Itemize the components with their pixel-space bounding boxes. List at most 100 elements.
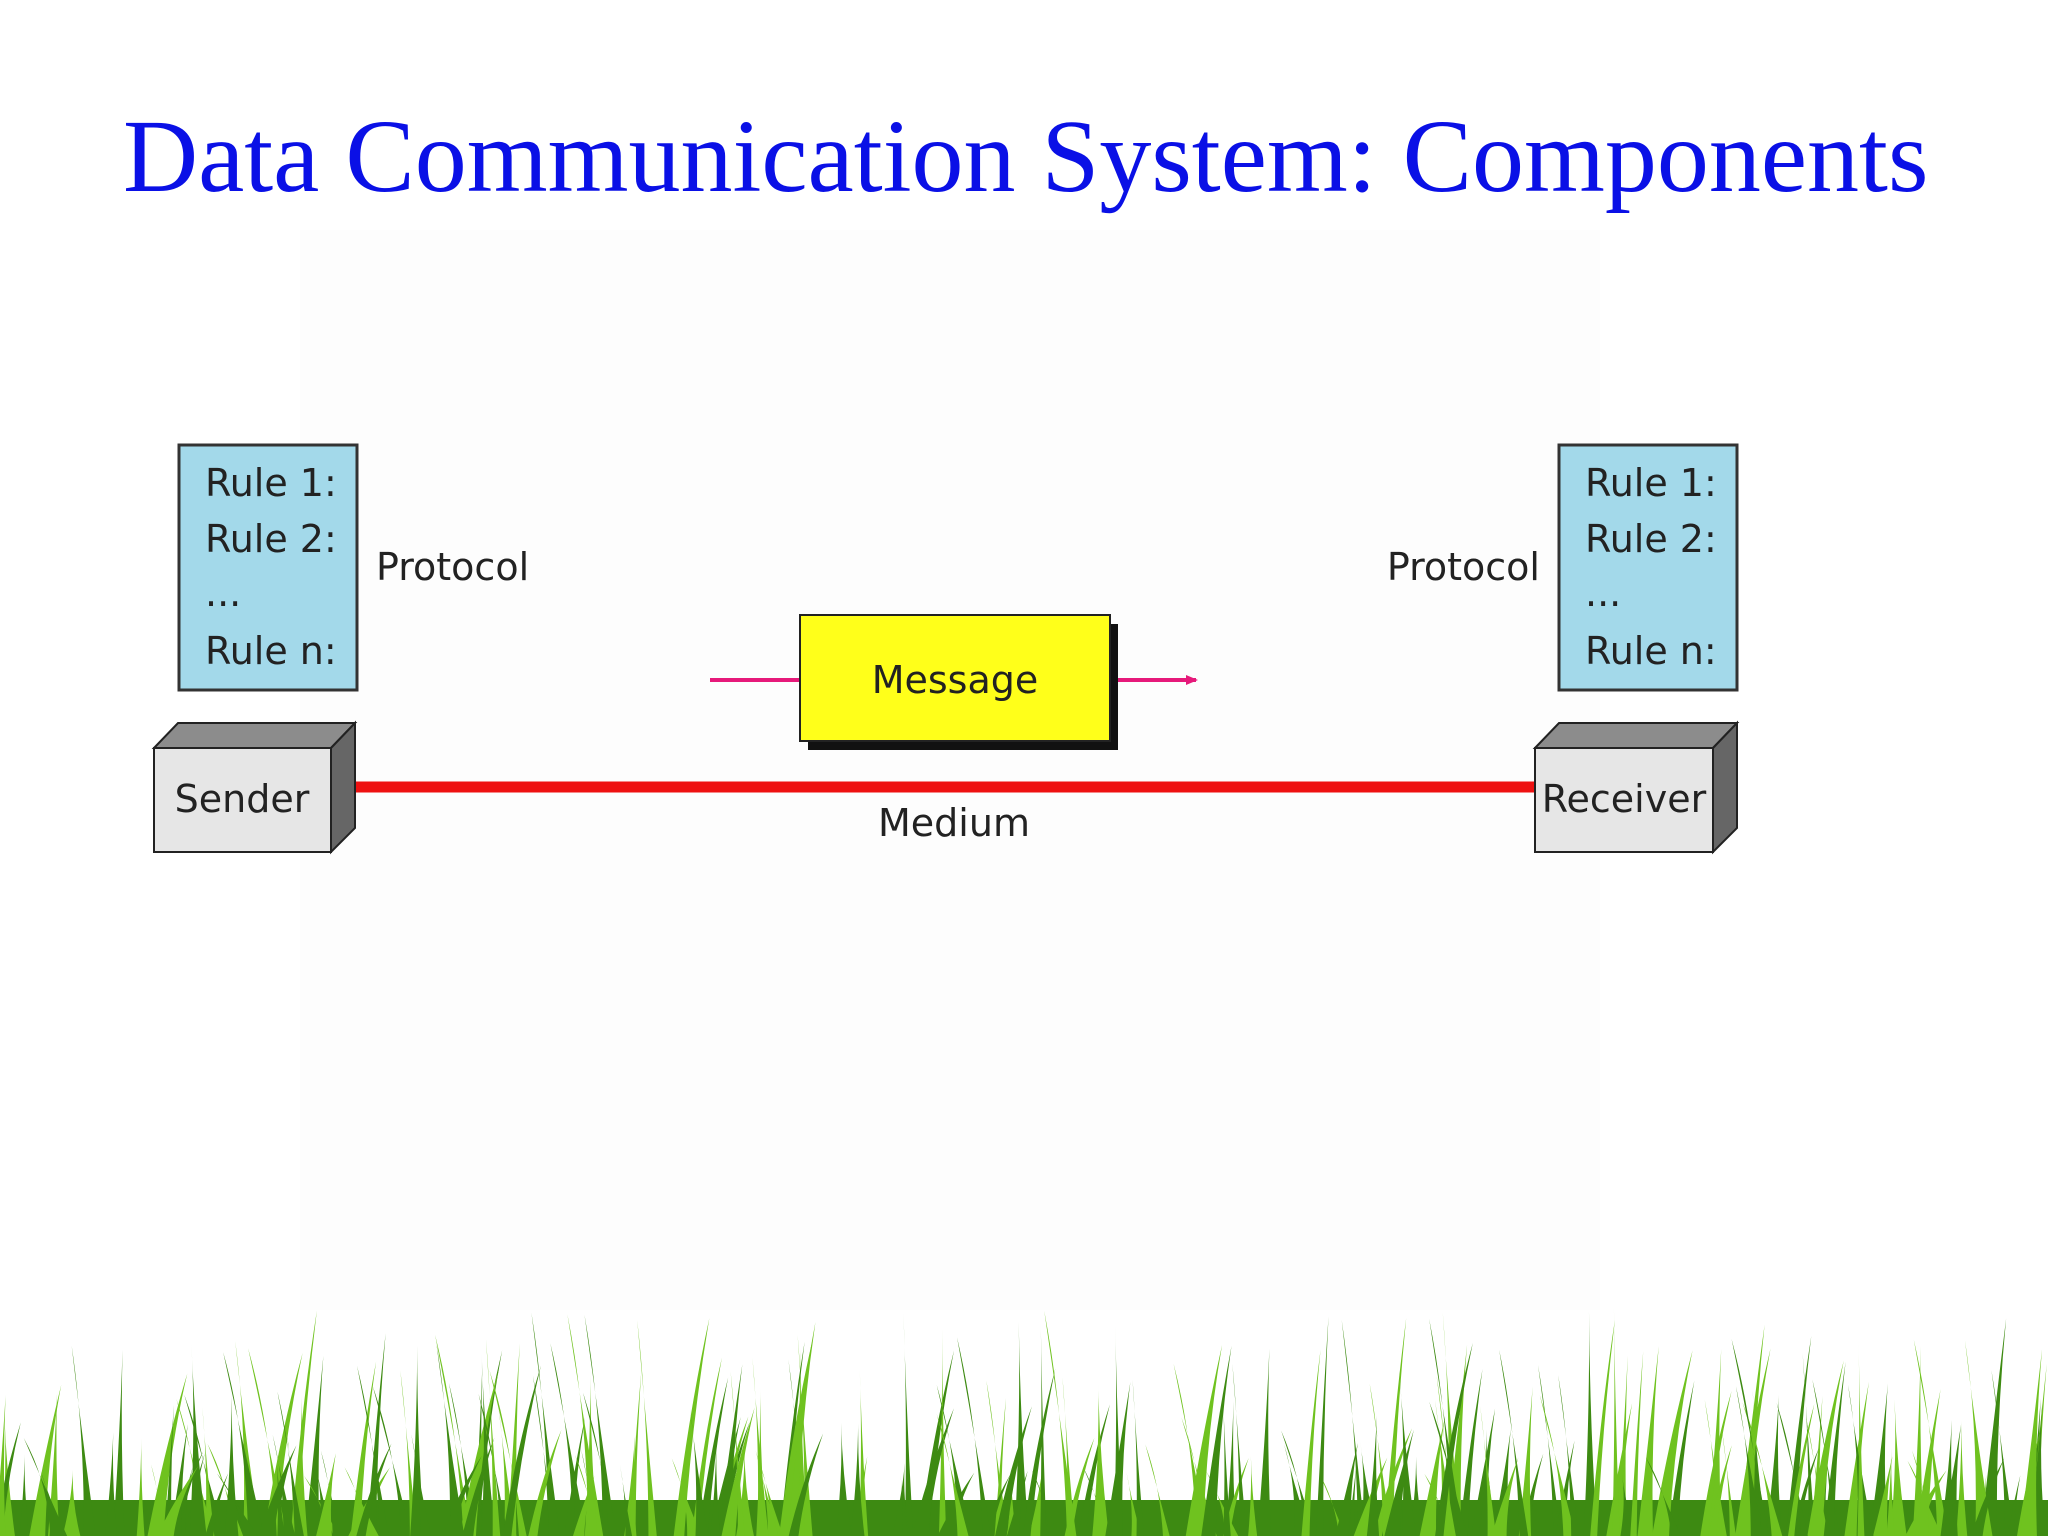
grass-blade <box>1555 1440 1575 1536</box>
grass-blade <box>584 1370 598 1536</box>
grass-blade <box>2019 1349 2043 1536</box>
grass-blade <box>779 1341 813 1536</box>
grass-blade <box>1222 1391 1231 1536</box>
grass-blade <box>788 1433 824 1536</box>
grass-blade <box>1283 1443 1312 1536</box>
grass-blade <box>1341 1319 1366 1536</box>
grass-blade <box>366 1333 386 1536</box>
data-communication-diagram: Rule 1: Rule 2: ... Rule n: Protocol Rul… <box>151 443 1740 855</box>
grass-blade <box>1940 1419 1955 1536</box>
grass-blade <box>1823 1361 1846 1536</box>
grass-blade <box>1181 1417 1217 1536</box>
grass-blade <box>481 1353 496 1536</box>
grass-blade <box>1369 1383 1392 1536</box>
grass-blade <box>1735 1386 1763 1536</box>
grass-blade <box>316 1453 336 1536</box>
grass-blade <box>619 1464 633 1536</box>
grass-blade <box>1518 1386 1533 1536</box>
grass-blade <box>1637 1346 1659 1536</box>
grass-blade <box>581 1449 600 1536</box>
grass-blade <box>936 1413 969 1536</box>
grass-blade <box>356 1443 392 1536</box>
grass-blade <box>835 1422 852 1536</box>
grass-blade <box>113 1349 125 1536</box>
grass-blade <box>448 1383 479 1536</box>
grass-border <box>0 1307 2048 1536</box>
grass-blade <box>531 1312 560 1536</box>
grass-blade <box>718 1364 743 1536</box>
grass-blade <box>1964 1340 1993 1536</box>
grass-blade <box>272 1434 296 1536</box>
grass-blade <box>502 1365 541 1536</box>
grass-blade <box>1807 1360 1844 1536</box>
receiver-device-front <box>1534 747 1714 853</box>
grass-blade <box>436 1343 465 1536</box>
grass-blade <box>1700 1390 1732 1536</box>
grass-blade <box>710 1442 721 1536</box>
grass-blade <box>1301 1349 1321 1536</box>
grass-blade <box>1491 1457 1519 1536</box>
grass-blade <box>19 1453 30 1536</box>
grass-blade <box>1040 1308 1047 1536</box>
grass-blade <box>71 1345 96 1536</box>
grass-blade <box>564 1417 586 1536</box>
grass-blade <box>290 1310 317 1536</box>
grass-blade <box>697 1377 729 1536</box>
slide-title: Data Communication System: Components <box>123 99 1929 214</box>
grass-blade <box>1776 1402 1808 1536</box>
grass-blade <box>1185 1344 1223 1536</box>
grass-blade <box>136 1438 145 1536</box>
sender-rule-2: Rule 2: <box>205 517 337 561</box>
grass-blade <box>673 1318 710 1536</box>
grass-blade <box>1384 1318 1407 1536</box>
grass-blade <box>104 1432 117 1536</box>
grass-blade <box>1645 1457 1681 1536</box>
message-label: Message <box>872 658 1039 702</box>
grass-blade <box>1620 1473 1636 1536</box>
grass-blade <box>1617 1355 1628 1536</box>
grass-blade <box>584 1314 617 1536</box>
grass-blade <box>1471 1408 1496 1536</box>
grass-blade <box>850 1423 865 1536</box>
grass-blade <box>157 1466 199 1536</box>
grass-blade <box>1721 1428 1736 1536</box>
grass-blade <box>478 1393 509 1536</box>
grass-blade <box>1912 1346 1924 1536</box>
grass-blade <box>216 1473 258 1536</box>
grass-blade <box>567 1314 604 1536</box>
grass-blade <box>1429 1401 1468 1536</box>
grass-blade <box>938 1328 947 1536</box>
receiver-rule-1: Rule 1: <box>1585 461 1717 505</box>
grass-blade <box>1970 1458 2005 1536</box>
grass-blade <box>62 1469 81 1536</box>
receiver-label: Receiver <box>1542 777 1707 821</box>
grass-blade <box>550 1343 587 1536</box>
grass-blade <box>1788 1403 1815 1536</box>
grass-blade <box>1083 1467 1113 1536</box>
grass-blade <box>1857 1339 1865 1536</box>
grass-blade <box>1315 1316 1329 1536</box>
figure-panel <box>300 230 1600 1310</box>
grass-blade <box>1436 1375 1456 1536</box>
grass-blade <box>47 1391 60 1536</box>
grass-blade <box>1480 1406 1497 1536</box>
grass-blade <box>628 1371 642 1536</box>
grass-blade <box>1201 1345 1232 1536</box>
grass-blade <box>690 1409 709 1536</box>
grass-blade <box>528 1429 562 1536</box>
grass-blade <box>275 1448 285 1536</box>
grass-blade <box>435 1334 472 1536</box>
grass-blade <box>1941 1424 1962 1536</box>
grass-blade <box>1667 1380 1695 1536</box>
receiver-protocol-label: Protocol <box>1387 545 1540 589</box>
grass-blade <box>205 1473 229 1536</box>
medium-label: Medium <box>878 801 1030 845</box>
grass-blade <box>1765 1394 1782 1536</box>
grass-blade <box>224 1392 239 1536</box>
sender-label: Sender <box>175 777 310 821</box>
sender-device: Sender <box>151 720 358 855</box>
grass-blade <box>277 1391 304 1536</box>
grass-blade <box>29 1384 62 1536</box>
grass-blade <box>1031 1470 1060 1536</box>
message-box <box>799 614 1111 742</box>
